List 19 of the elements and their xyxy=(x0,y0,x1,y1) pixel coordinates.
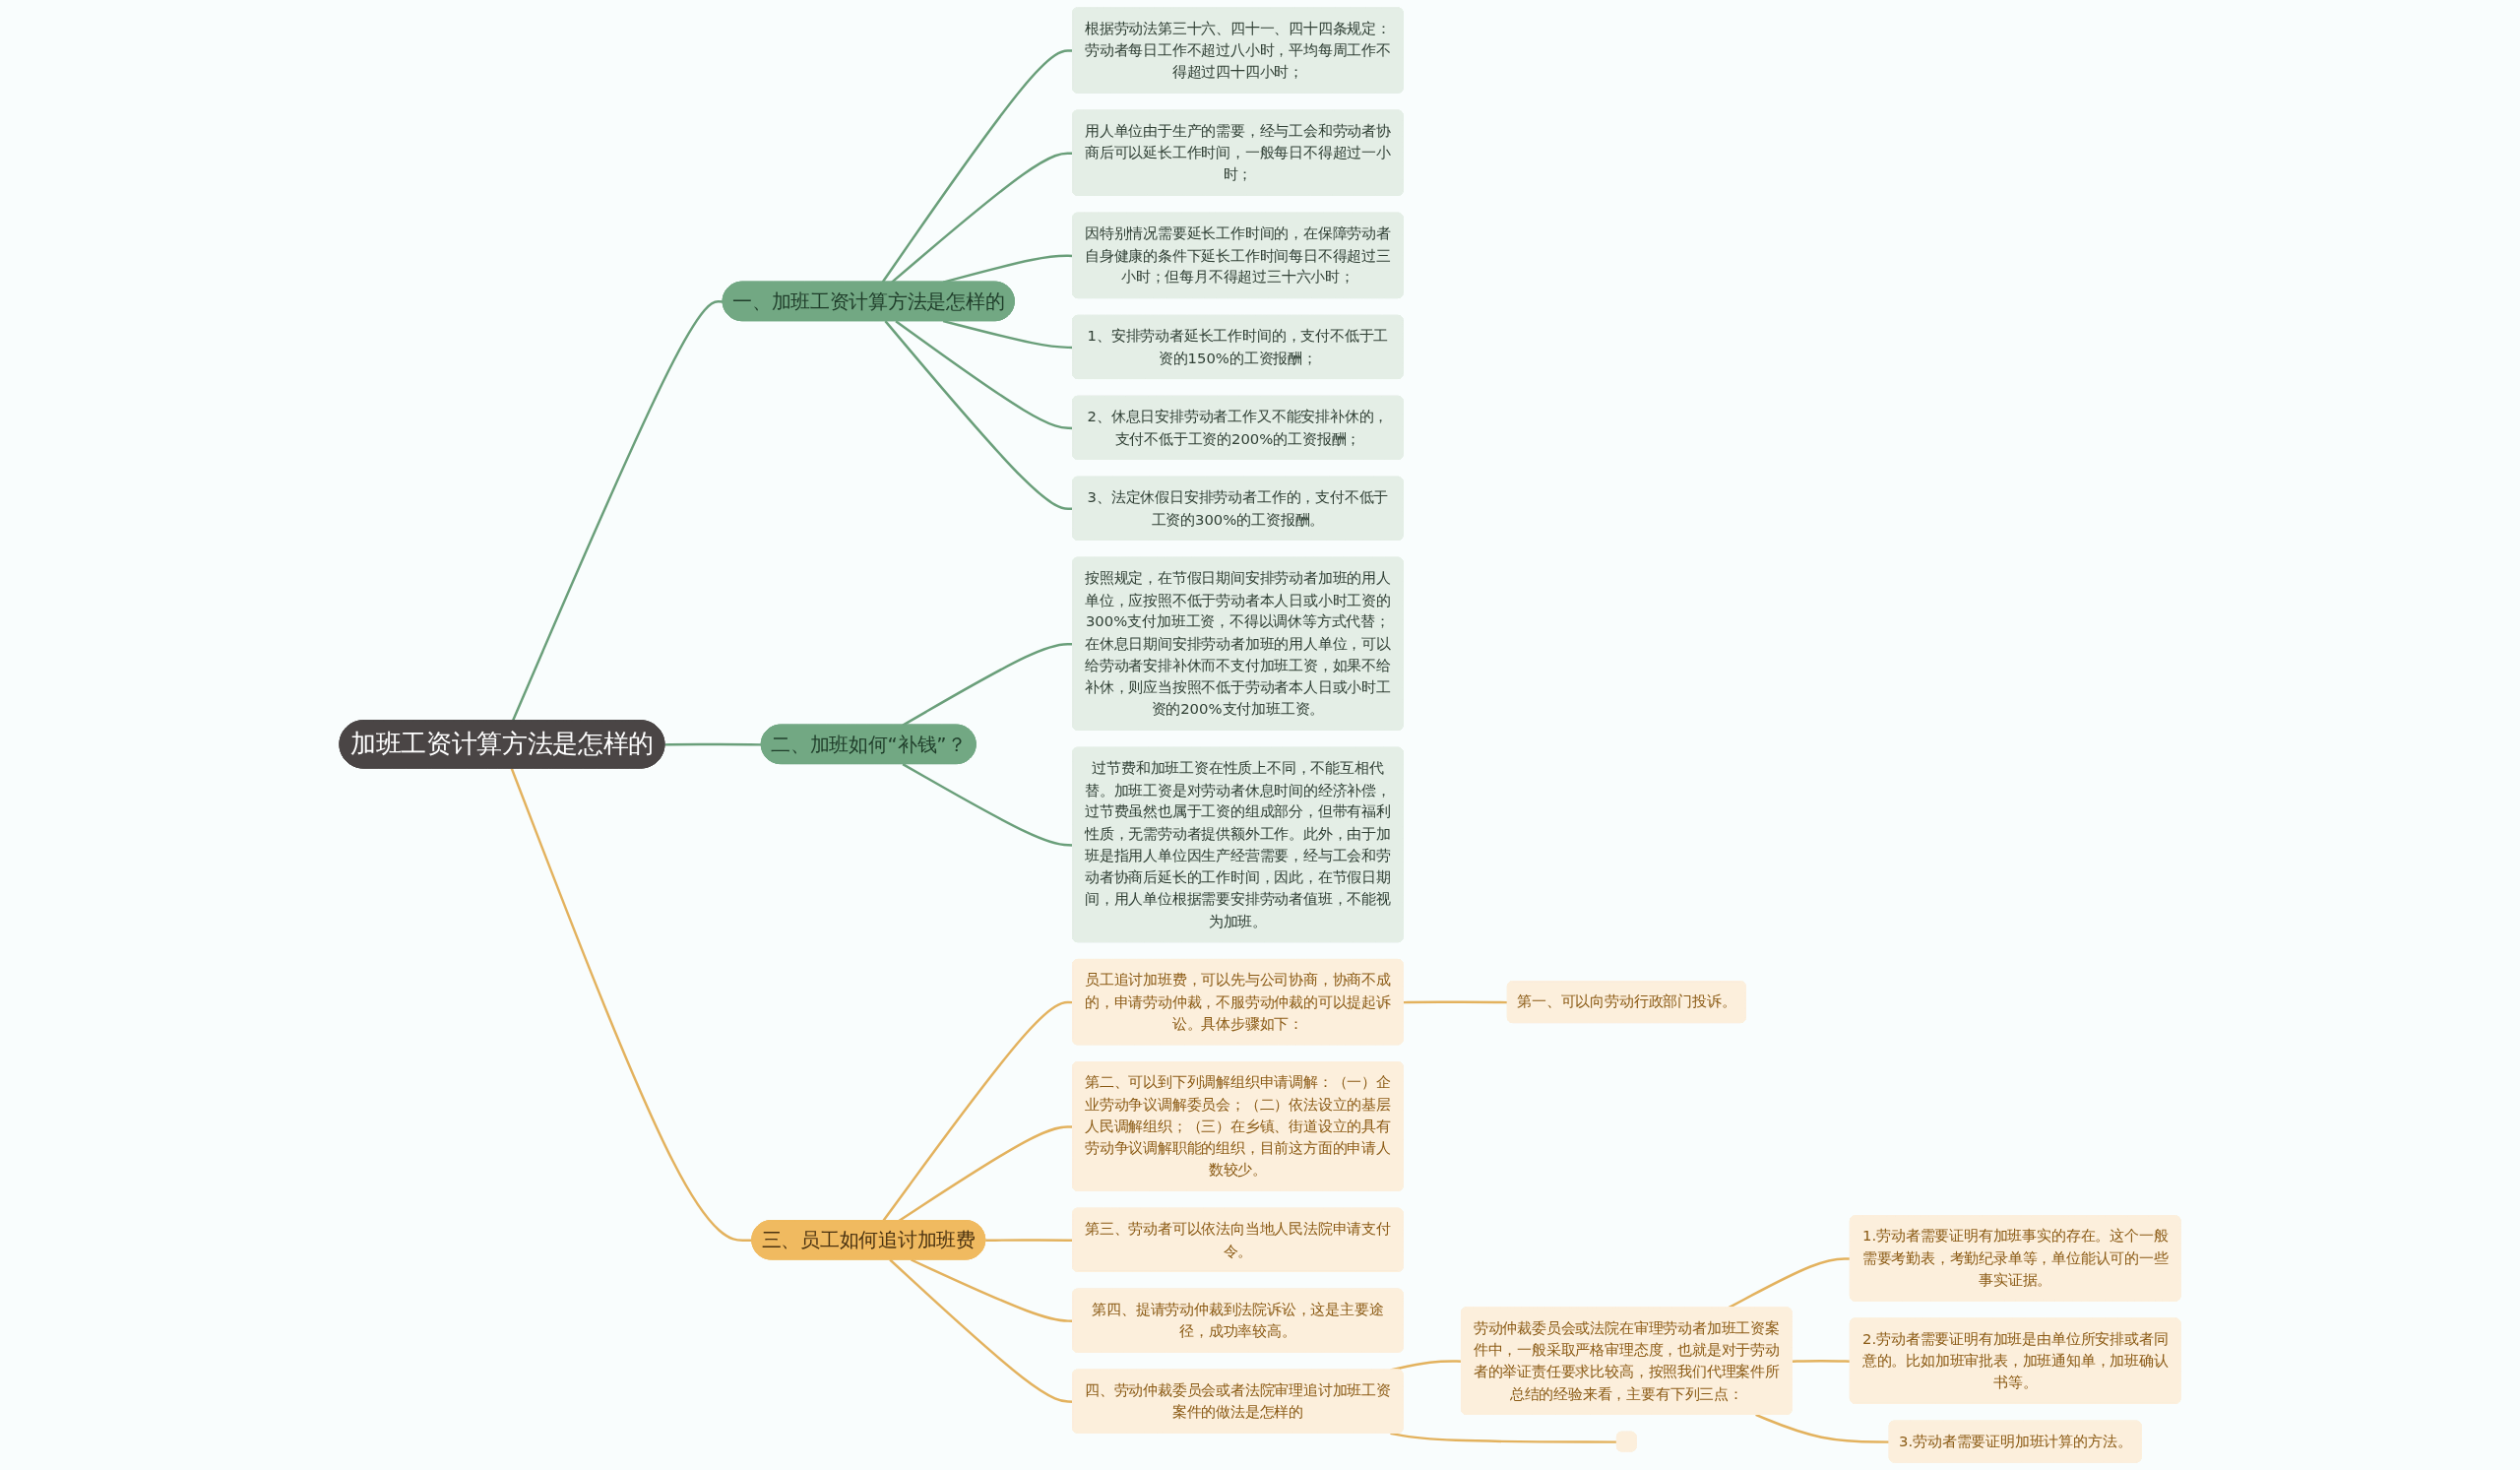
connector xyxy=(511,300,724,722)
connector xyxy=(1390,1432,1617,1443)
connector xyxy=(942,319,1074,350)
connector xyxy=(895,320,1074,430)
connector xyxy=(664,742,762,746)
connector xyxy=(882,1000,1074,1222)
connector xyxy=(1403,1000,1508,1004)
connector xyxy=(1792,1360,1851,1363)
connector xyxy=(942,254,1074,284)
connector xyxy=(891,152,1074,284)
connector xyxy=(884,320,1074,511)
connector xyxy=(889,1258,1074,1403)
connector xyxy=(881,49,1074,284)
connector xyxy=(902,763,1074,847)
connector xyxy=(911,1258,1074,1322)
connector xyxy=(510,768,753,1242)
connector xyxy=(1755,1413,1890,1443)
connector xyxy=(902,643,1074,727)
connector xyxy=(985,1239,1074,1242)
